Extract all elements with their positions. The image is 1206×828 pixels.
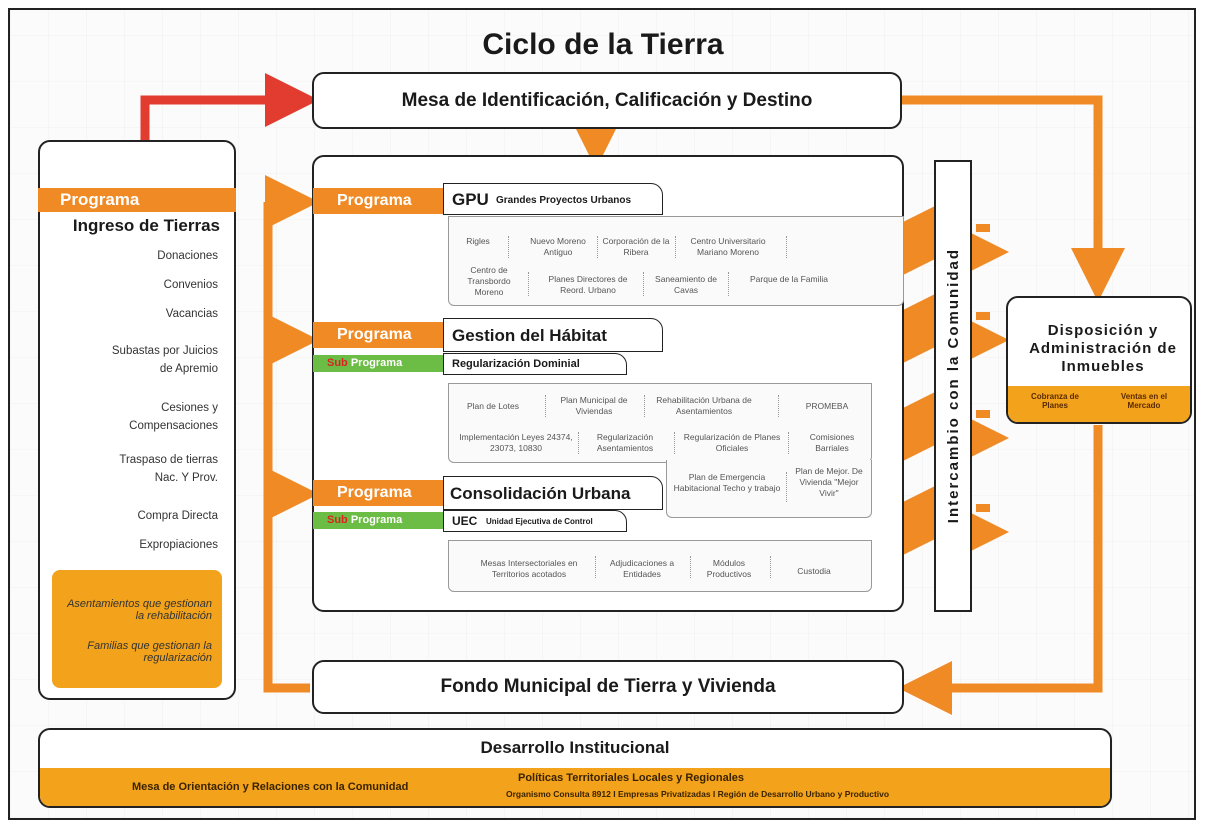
consolidacion-title: Consolidación Urbana — [443, 476, 663, 510]
habitat-title: Gestion del Hábitat — [443, 318, 663, 352]
consolidacion-sub-title: UEC Unidad Ejecutiva de Control — [443, 510, 627, 532]
disposicion-heading: Disposición y Administración de Inmueble… — [1029, 322, 1177, 375]
note-asentamientos: Asentamientos que gestionan la rehabilit… — [67, 598, 212, 622]
habitat-item: Plan de Lotes — [467, 401, 519, 411]
fondo-box: Fondo Municipal de Tierra y Vivienda — [312, 660, 904, 714]
gpu-item: Nuevo Moreno Antiguo — [530, 236, 586, 257]
consolidacion-name: Consolidación Urbana — [450, 484, 631, 503]
uec-abbr: UEC — [452, 514, 478, 528]
mesa-box: Mesa de Identificación, Calificación y D… — [312, 72, 902, 129]
desarrollo-left: Mesa de Orientación y Relaciones con la … — [132, 781, 409, 793]
habitat-item: Plan de Mejor. De Vivienda "Mejor Vivir" — [795, 466, 863, 498]
gpu-item: Planes Directores de Reord. Urbano — [548, 274, 628, 295]
consolidacion-item: Custodia — [797, 566, 831, 576]
habitat-sub-title: Regularización Dominial — [443, 353, 627, 375]
mesa-label: Mesa de Identificación, Calificación y D… — [401, 90, 813, 111]
desarrollo-heading: Desarrollo Institucional — [480, 738, 670, 757]
gpu-title: GPU Grandes Proyectos Urbanos — [443, 183, 663, 215]
desarrollo-right-sub: Organismo Consulta 8912 I Empresas Priva… — [506, 789, 890, 799]
desarrollo-box: Desarrollo Institucional Mesa de Orienta… — [38, 728, 1112, 808]
diagram-title: Ciclo de la Tierra — [482, 28, 724, 61]
consolidacion-panel — [448, 540, 872, 592]
habitat-panel — [448, 383, 872, 463]
ingreso-heading: Ingreso de Tierras — [72, 216, 220, 235]
note-familias: Familias que gestionan la regularización — [87, 640, 212, 664]
comunidad-label: Intercambio con la Comunidad — [944, 248, 962, 524]
ingreso-item: Nac. Y Prov. — [154, 472, 218, 484]
habitat-sub-name: Regularización Dominial — [452, 358, 580, 370]
gpu-abbr: GPU — [452, 190, 489, 209]
habitat-name: Gestion del Hábitat — [452, 326, 607, 345]
ingreso-notes: Asentamientos que gestionan la rehabilit… — [52, 570, 222, 688]
gpu-item: Centro Universitario Mariano Moreno — [690, 236, 766, 257]
disposicion-box: Disposición y Administración de Inmueble… — [1006, 296, 1192, 424]
uec-name: Unidad Ejecutiva de Control — [486, 517, 593, 526]
disposicion-bar: Cobranza de Planes Ventas en el Mercado — [1008, 386, 1190, 422]
consolidacion-item: Módulos Productivos — [706, 558, 752, 579]
habitat-item: Regularización Asentamientos — [596, 432, 654, 453]
habitat-item: Regularización de Planes Oficiales — [683, 432, 781, 453]
habitat-item: Rehabilitación Urbana de Asentamientos — [656, 395, 752, 416]
gpu-program-label: Programa — [313, 188, 443, 214]
habitat-subprogram-label: Sub Programa — [313, 355, 443, 372]
ingreso-item: Donaciones — [157, 250, 218, 262]
habitat-panel-ext — [666, 460, 872, 518]
ingreso-item: de Apremio — [159, 363, 218, 375]
cobranza-label: Cobranza de Planes — [1030, 392, 1079, 410]
ingreso-item: Subastas por Juicios — [111, 345, 218, 357]
habitat-program-label: Programa — [313, 322, 443, 348]
ingreso-item: Compra Directa — [137, 510, 218, 522]
red-arrow — [140, 73, 319, 140]
ingreso-item: Expropiaciones — [139, 539, 218, 551]
ventas-label: Ventas en el Mercado — [1120, 392, 1168, 410]
gpu-name: Grandes Proyectos Urbanos — [496, 195, 632, 206]
ingreso-program-label: Programa — [38, 188, 236, 212]
gpu-panel — [448, 216, 904, 306]
habitat-item: Comisiones Barriales — [809, 432, 855, 453]
gpu-item: Corporación de la Ribera — [602, 236, 670, 257]
consolidacion-program-label: Programa — [313, 480, 443, 506]
desarrollo-bar: Mesa de Orientación y Relaciones con la … — [40, 768, 1110, 806]
fondo-label: Fondo Municipal de Tierra y Vivienda — [440, 676, 776, 697]
consolidacion-subprogram-label: Sub Programa — [313, 512, 443, 529]
habitat-item: PROMEBA — [805, 401, 849, 411]
ingreso-item: Convenios — [163, 279, 218, 291]
habitat-item: Plan Municipal de Viviendas — [560, 395, 628, 416]
ingreso-item: Compensaciones — [129, 420, 218, 432]
gpu-item: Rigles — [466, 236, 490, 246]
habitat-item: Implementación Leyes 24374, 23073, 10830 — [459, 432, 573, 453]
consolidacion-item: Adjudicaciones a Entidades — [609, 558, 675, 579]
ingreso-item: Vacancias — [165, 308, 218, 320]
desarrollo-right-title: Políticas Territoriales Locales y Region… — [518, 772, 744, 784]
exchange-arrows — [891, 204, 1009, 556]
gpu-item: Centro de Transbordo Moreno — [467, 265, 511, 297]
gpu-item: Parque de la Familia — [750, 274, 828, 284]
comunidad-box: Intercambio con la Comunidad — [934, 160, 972, 612]
ingreso-item: Traspaso de tierras — [119, 454, 218, 466]
consolidacion-item: Mesas Intersectoriales en Territorios ac… — [480, 558, 578, 579]
gpu-item: Saneamiento de Cavas — [655, 274, 717, 295]
habitat-item: Plan de Emergencia Habitacional Techo y … — [673, 472, 781, 493]
ingreso-item: Cesiones y — [161, 402, 218, 414]
